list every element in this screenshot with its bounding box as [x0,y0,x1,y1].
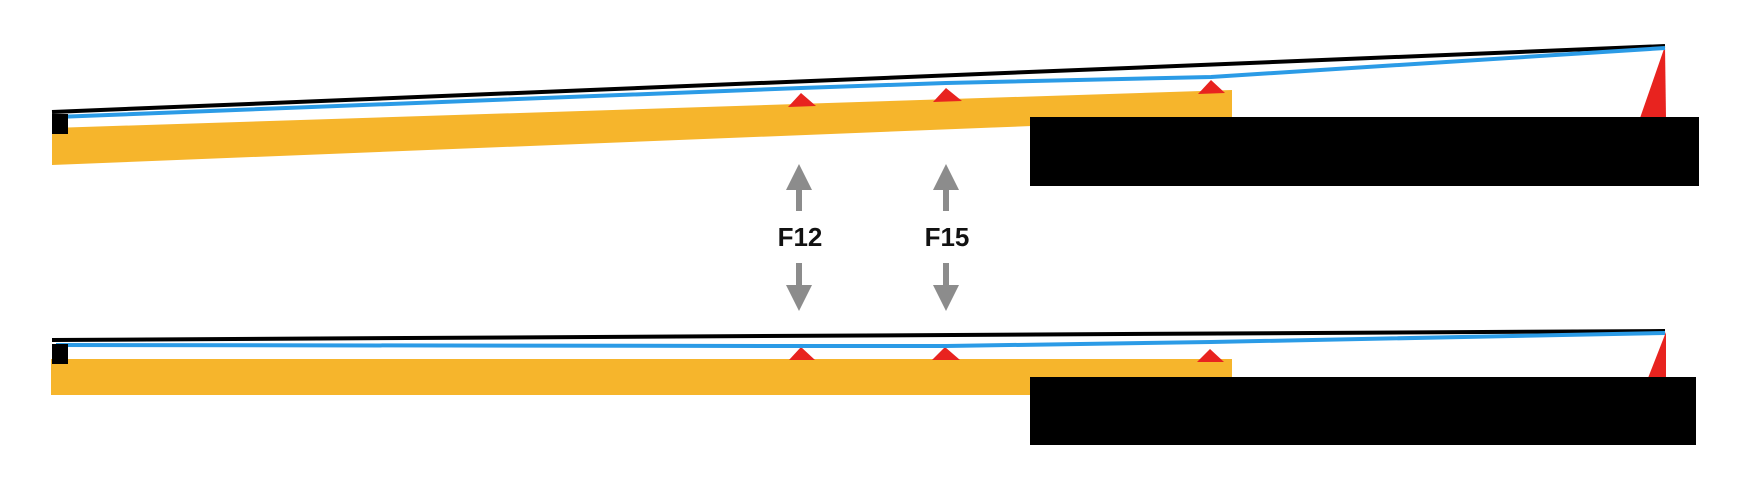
bottom-right-block [1030,377,1696,445]
bottom-pad-3 [1197,349,1224,362]
top-pad-1 [788,93,816,107]
top-assembly [51,44,1699,186]
force-a-label: F12 [778,222,823,252]
bottom-assembly [51,329,1696,445]
top-wire-black [51,44,1666,114]
force-b-label: F15 [925,222,970,252]
bottom-wire-blue [55,331,1666,348]
force-b-up-arrow-icon [933,164,959,190]
force-indicator-b: F15 [925,164,970,311]
force-indicator-a: F12 [778,164,823,311]
top-right-block [1030,117,1699,186]
bottom-left-anchor [52,344,68,364]
bottom-tip-support [1648,332,1666,378]
top-tip-support [1640,46,1666,118]
force-b-up-arrow-shaft [943,188,949,211]
bottom-pad-1 [789,347,815,360]
force-a-down-arrow-shaft [796,263,802,287]
force-a-up-arrow-icon [786,164,812,190]
bottom-pad-2 [932,347,960,360]
bottom-wire-black [51,329,1666,342]
top-pad-2 [933,88,962,102]
force-b-down-arrow-shaft [943,263,949,287]
force-a-down-arrow-icon [786,285,812,311]
top-pad-3 [1198,80,1225,94]
top-wire-blue [55,46,1666,119]
top-left-anchor [52,114,68,134]
top-beam [52,90,1232,165]
force-a-up-arrow-shaft [796,188,802,211]
force-b-down-arrow-icon [933,285,959,311]
